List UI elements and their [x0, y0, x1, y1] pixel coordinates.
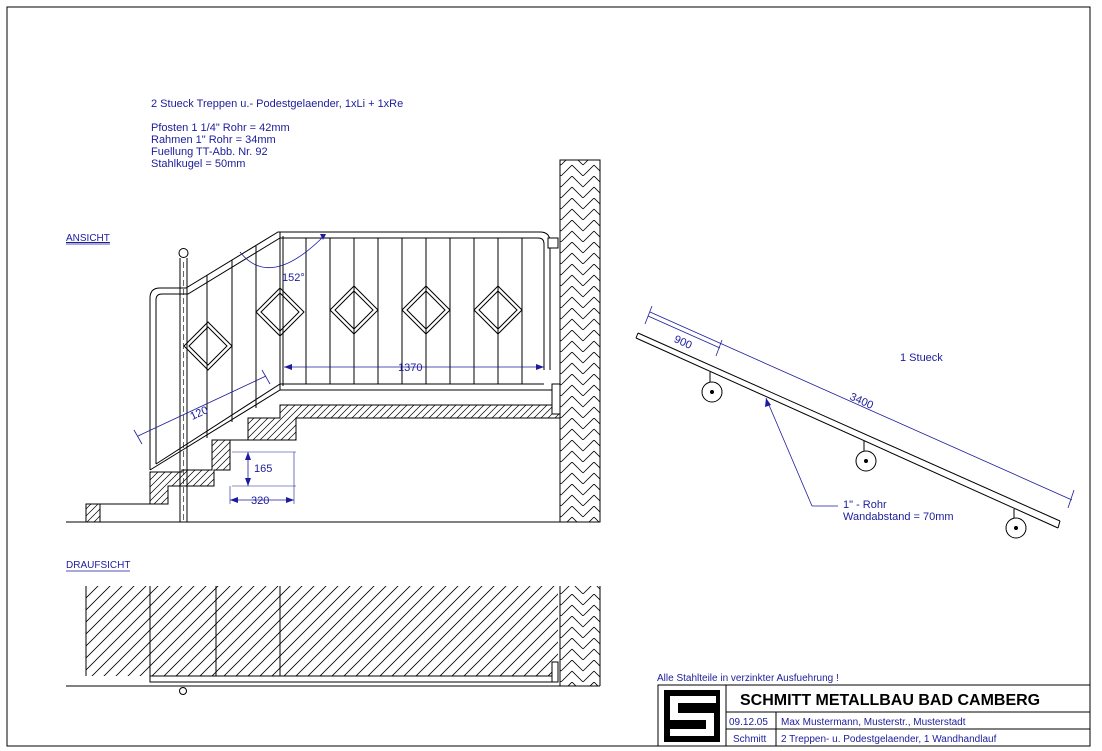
- dim-tread: 320: [251, 495, 269, 507]
- title-block: SCHMITT METALLBAU BAD CAMBERG 09.12.05 M…: [657, 684, 1091, 747]
- drawing-description: 2 Treppen- u. Podestgelaender, 1 Wandhan…: [781, 734, 997, 745]
- wall-handrail-view: 900 3400 1" - Rohr Wandabstand = 70mm 1 …: [635, 305, 1075, 539]
- spec-line-3: Fuellung TT-Abb. Nr. 92: [151, 146, 268, 158]
- galvanized-note: Alle Stahlteile in verzinkter Ausfuehrun…: [657, 673, 839, 684]
- sheet-border: [6, 6, 1091, 747]
- customer-address: Max Mustermann, Musterstr., Musterstadt: [781, 717, 966, 728]
- company-name: SCHMITT METALLBAU BAD CAMBERG: [740, 692, 1040, 709]
- elevation-view: 152° 1370 120 165 320: [66, 159, 601, 523]
- plan-view: [66, 586, 601, 695]
- dim-riser: 165: [254, 463, 272, 475]
- view-label-elevation: ANSICHT: [66, 233, 110, 244]
- view-label-plan: DRAUFSICHT: [66, 560, 130, 571]
- handrail-note-line-1: 1" - Rohr: [843, 499, 887, 511]
- handrail-count: 1 Stueck: [900, 352, 943, 364]
- dim-landing-length: 1370: [398, 362, 422, 374]
- wall-elevation: [559, 159, 601, 523]
- spec-line-4: Stahlkugel = 50mm: [151, 158, 245, 170]
- spec-line-1: Pfosten 1 1/4" Rohr = 42mm: [151, 122, 290, 134]
- dim-angle: 152°: [282, 272, 305, 284]
- dim-handrail-total: 3400: [848, 391, 875, 412]
- spec-line-2: Rahmen 1" Rohr = 34mm: [151, 134, 276, 146]
- drawing-date: 09.12.05: [729, 717, 768, 728]
- wall-plan: [560, 586, 600, 686]
- drawn-by: Schmitt: [733, 734, 767, 745]
- company-logo: [664, 690, 720, 742]
- header-title: 2 Stueck Treppen u.- Podestgelaender, 1x…: [151, 98, 403, 110]
- dim-handrail-start: 900: [672, 333, 694, 351]
- handrail-note-line-2: Wandabstand = 70mm: [843, 511, 954, 523]
- header: 2 Stueck Treppen u.- Podestgelaender, 1x…: [151, 98, 403, 170]
